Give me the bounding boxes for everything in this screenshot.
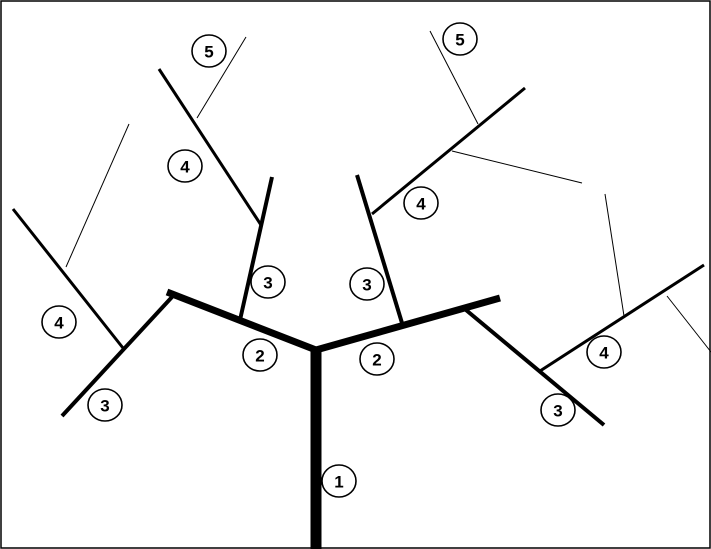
svg-text:4: 4 (54, 314, 64, 333)
svg-text:4: 4 (416, 195, 426, 214)
left-top-branch (157, 68, 263, 226)
svg-text:3: 3 (263, 274, 272, 293)
left-main-branch (165, 288, 318, 354)
order-label-left-side: 3 (87, 388, 123, 422)
order-label-right-up: 3 (349, 267, 385, 301)
right-up-branch (355, 174, 404, 324)
right-mid-twig (604, 193, 625, 317)
right-top-branch (371, 86, 526, 216)
svg-text:5: 5 (204, 43, 213, 62)
order-label-left-tip: 5 (191, 34, 227, 68)
svg-text:3: 3 (100, 397, 109, 416)
left-outer-branch (11, 208, 125, 349)
order-label-right-side: 3 (540, 393, 576, 427)
right-edge-twig (666, 295, 711, 353)
svg-text:2: 2 (372, 351, 381, 370)
svg-text:3: 3 (553, 402, 562, 421)
order-label-right-main: 2 (359, 342, 395, 376)
right-outer-branch (539, 263, 705, 373)
order-label-left-outer: 4 (41, 305, 77, 339)
right-top-twig (451, 150, 583, 184)
svg-text:4: 4 (180, 158, 190, 177)
svg-text:1: 1 (334, 473, 343, 492)
left-up-branch (238, 176, 274, 321)
order-label-trunk: 1 (321, 464, 357, 498)
order-label-right-top: 4 (403, 186, 439, 220)
right-side-branch (464, 308, 606, 427)
order-label-right-tip: 5 (442, 22, 478, 56)
svg-text:5: 5 (455, 31, 464, 50)
left-side-branch (60, 295, 174, 418)
left-outer-twig (65, 123, 130, 268)
right-tip-twig (429, 30, 479, 125)
order-label-left-top: 4 (167, 149, 203, 183)
svg-text:3: 3 (362, 276, 371, 295)
order-label-left-main: 2 (242, 338, 278, 372)
order-label-right-outer: 4 (586, 335, 622, 369)
left-tip-twig (196, 36, 247, 119)
order-label-left-up: 3 (250, 265, 286, 299)
svg-text:4: 4 (599, 344, 609, 363)
right-main-branch (315, 294, 501, 354)
svg-text:2: 2 (255, 347, 264, 366)
